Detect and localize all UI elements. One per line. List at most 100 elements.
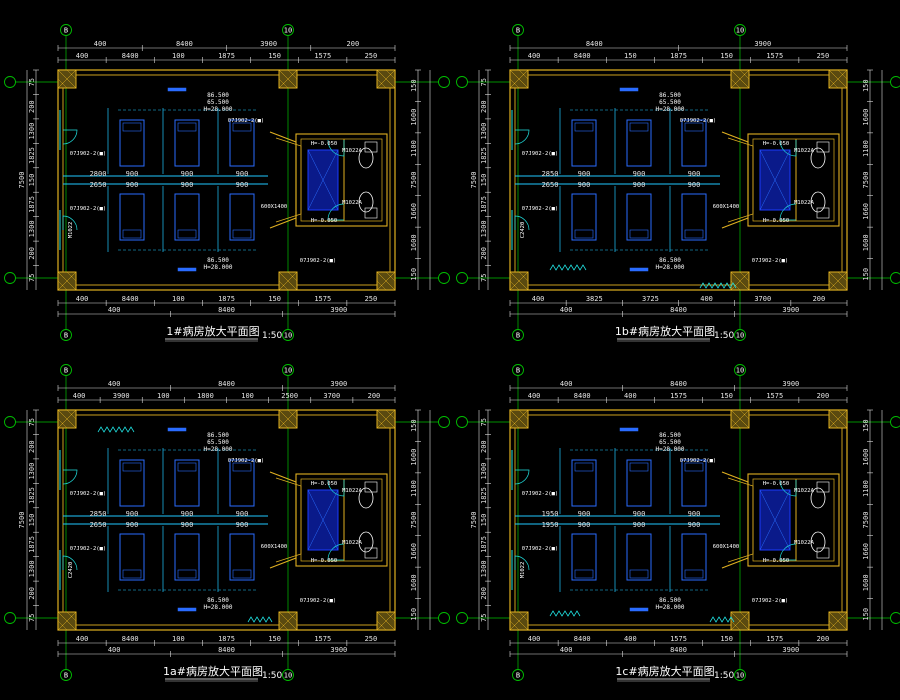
inner-dim: 900: [578, 181, 591, 189]
dim-top2-value: 3900: [113, 392, 130, 400]
dim-left-value: 150: [28, 174, 36, 187]
dim-right-value: 1600: [862, 449, 870, 466]
level-label-a: 86.500: [207, 92, 229, 99]
dim-top-value: 3900: [782, 380, 799, 388]
plan-scale: 1:50: [262, 671, 282, 681]
door-tag-b: M1022A: [342, 540, 363, 546]
dim-left-value: 200: [28, 440, 36, 453]
dim-left-value: 200: [28, 100, 36, 113]
door-swing: [779, 479, 797, 497]
door-swing: [327, 479, 345, 497]
column-hatch: [57, 611, 77, 631]
floor-height-2: H=-0.050: [311, 558, 338, 564]
level-label-a: 86.500: [659, 432, 681, 439]
height-note-top: H=28.000: [204, 446, 233, 453]
column-hatch: [518, 69, 529, 80]
height-note-bottom: H=28.000: [204, 264, 233, 271]
column-hatch: [66, 409, 77, 420]
bed-bottom-1: [626, 193, 652, 241]
grid-bubble-right-bottom: [438, 612, 450, 624]
level-label-b: 65.500: [659, 439, 681, 446]
dim-left-value: 1300: [480, 220, 488, 237]
bed-top-0: [571, 119, 597, 167]
dim-right-value: 1660: [410, 543, 418, 560]
dim-left-value: 1300: [28, 220, 36, 237]
grid-bubble-bottom-mid-label: 10: [284, 331, 292, 339]
dim-left-value: 200: [480, 100, 488, 113]
column-hatch: [385, 611, 396, 622]
dim-bottom-value: 100: [172, 295, 185, 303]
dim-top-value: 3900: [260, 40, 277, 48]
column-hatch: [57, 418, 68, 429]
zigzag-heater: [97, 426, 135, 433]
bed-bottom-2: [681, 533, 707, 581]
dim-left-value: 1825: [28, 487, 36, 504]
grid-bubble-bottom-left: [512, 329, 524, 341]
dim-bottom2-value: 8400: [670, 306, 687, 314]
bed-top-2: [229, 459, 255, 507]
outer-wall-inner: [514, 414, 843, 626]
dim-left-value: 200: [28, 247, 36, 260]
column-hatch: [730, 409, 750, 429]
grid-bubble-right-bottom: [890, 272, 900, 284]
column-hatch: [509, 611, 529, 631]
outer-wall-inner: [62, 414, 391, 626]
column-hatch: [278, 611, 298, 631]
dim-top-value: 8400: [670, 380, 687, 388]
inner-dim: 2850: [542, 170, 559, 178]
inner-dim: 900: [126, 510, 139, 518]
grid-bubble-bottom-left-label: B: [64, 331, 68, 339]
column-hatch: [66, 69, 77, 80]
column-hatch: [509, 418, 520, 429]
dim-bottom-value: 8400: [122, 295, 139, 303]
inner-dim: 900: [688, 170, 701, 178]
dim-left-value: 75: [28, 78, 36, 86]
inner-dim: 900: [688, 510, 701, 518]
dim-right-value: 1100: [410, 140, 418, 157]
detail-ref-a: 07J902-2(■): [70, 151, 106, 157]
zigzag-heater: [549, 610, 581, 617]
dim-top2-value: 150: [720, 392, 733, 400]
inner-dim: 900: [181, 181, 194, 189]
column-hatch: [57, 280, 68, 291]
dim-top2-value: 8400: [574, 392, 591, 400]
door-tag-a: M1022A: [794, 488, 815, 494]
grid-bubble-bottom-left: [60, 329, 72, 341]
bed-top-0: [119, 459, 145, 507]
grid-bubble-left-top: [456, 416, 468, 428]
door-tag-a: M1022A: [342, 488, 363, 494]
door-swing: [327, 203, 345, 221]
bed-top-0: [571, 459, 597, 507]
dim-bottom-value: 400: [528, 635, 541, 643]
floor-height-2: H=-0.050: [763, 218, 790, 224]
column-hatch: [66, 271, 77, 282]
bed-pillow: [629, 569, 649, 579]
zigzag-heater: [709, 616, 735, 623]
dim-left-value: 1825: [480, 147, 488, 164]
floor-height-1: H=-0.050: [311, 481, 338, 487]
bathroom-wall: [295, 473, 388, 567]
inner-dim: 900: [181, 521, 194, 529]
floor-height-1: H=-0.050: [763, 141, 790, 147]
dim-bottom2-value: 3900: [330, 646, 347, 654]
outer-wall: [509, 69, 848, 291]
column-hatch: [278, 280, 289, 291]
inner-dim: 900: [578, 170, 591, 178]
dim-top2-value: 8400: [574, 52, 591, 60]
grid-bubble-left-top: [4, 76, 16, 88]
bed-bottom-2: [229, 533, 255, 581]
dim-left-value: 200: [480, 440, 488, 453]
grid-bubble-bottom-mid: [282, 669, 294, 681]
column-hatch: [57, 69, 77, 89]
column-hatch: [828, 409, 848, 429]
door-swing: [779, 139, 797, 157]
grid-bubble-right-bottom: [890, 612, 900, 624]
grid-bubble-top-left: [512, 364, 524, 376]
plan-scale: 1:50: [262, 331, 282, 341]
inner-dim: 900: [688, 181, 701, 189]
height-note-top: H=28.000: [204, 106, 233, 113]
grid-bubble-top-mid-label: 10: [284, 26, 292, 34]
bed-pillow: [232, 122, 252, 132]
